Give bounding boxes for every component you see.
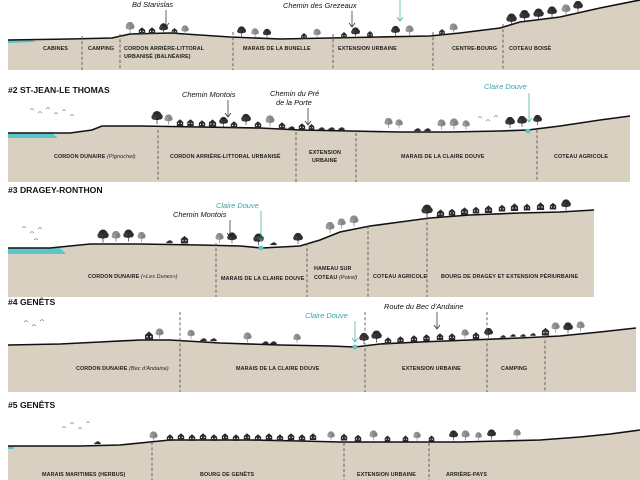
- annotation-bd-stanislas: Bd Stanislas: [132, 0, 173, 9]
- zone-label-cabines: CABINES: [43, 46, 68, 52]
- section-1: Bd Stanislas Chemin des Grezeaux CABINES…: [7, 0, 640, 70]
- zone-label-camping: CAMPING: [88, 46, 114, 52]
- section-2-ground: [8, 116, 630, 182]
- section-4-profile: [7, 327, 637, 348]
- section-2-birds: [29, 107, 499, 122]
- annotation-chemin-montois-2: Chemin Montois: [182, 90, 236, 99]
- section-4-claire-douve-water: [352, 344, 358, 350]
- section-2-claire-douve-water: [525, 128, 531, 134]
- zone-label-bourg-de-dragey: BOURG DE DRAGEY ET EXTENSION PÉRIURBAINE: [441, 272, 578, 280]
- zone-label-extension-urbaine-5: EXTENSION URBAINE: [357, 472, 416, 478]
- section-4: #4 GENÊTS: [7, 296, 637, 392]
- zone-label-bourg-de-genets: BOURG DE GENÊTS: [200, 470, 255, 478]
- zone-label-marais-claire-douve-4: MARAIS DE LA CLAIRE DOUVE: [236, 366, 320, 372]
- section-5-title: #5 GENÊTS: [8, 399, 56, 410]
- section-3-sea: [8, 248, 66, 254]
- section-5-ground: [8, 430, 640, 480]
- zone-label-marais-maritimes: MARAIS MARITIMES (HERBUS): [42, 472, 125, 478]
- zone-label-centre-bourg: CENTRE-BOURG: [452, 46, 497, 52]
- section-1-ground: [8, 0, 640, 70]
- section-5-birds: [61, 421, 91, 430]
- section-3: #3 DRAGEY-RONTHON: [8, 185, 595, 297]
- zone-label-coteau-agricole-2: COTEAU AGRICOLE: [554, 154, 608, 160]
- annotation-chemin-des-grezeaux: Chemin des Grezeaux: [283, 1, 357, 10]
- section-1-profile: [7, 0, 640, 41]
- section-2-profile: [8, 115, 631, 134]
- annotation-claire-douve-2: Claire Douve: [484, 82, 527, 91]
- annotation-claire-douve-4: Claire Douve: [305, 311, 348, 320]
- section-5-profile: [8, 429, 640, 447]
- zone-label-cordon-dunaire-4: CORDON DUNAIRE (Bec d'Andaine): [76, 366, 169, 372]
- zone-label-marais-claire-douve-2: MARAIS DE LA CLAIRE DOUVE: [401, 154, 485, 160]
- zone-label-cordon-dunaire-2: CORDON DUNAIRE (Pignochet): [54, 154, 136, 160]
- zone-label-extension-urbaine-4: EXTENSION URBAINE: [402, 366, 461, 372]
- section-5: #5 GENÊTS: [8, 399, 640, 480]
- section-3-profile: [8, 209, 595, 249]
- section-3-claire-douve-water: [258, 245, 264, 251]
- section-3-title: #3 DRAGEY-RONTHON: [8, 185, 103, 195]
- zone-label-marais-bunelle: MARAIS DE LA BUNELLE: [243, 46, 311, 52]
- section-1-sea: [8, 40, 36, 43]
- section-4-birds: [23, 319, 45, 327]
- zone-label-urbaine-2: URBAINE: [312, 158, 338, 164]
- zone-label-arriere-pays: ARRIÈRE-PAYS: [446, 470, 487, 478]
- zone-label-extension-urbaine-1: EXTENSION URBAINE: [338, 46, 397, 52]
- zone-label-hameau-sur: HAMEAU SUR: [314, 266, 352, 272]
- zone-label-marais-claire-douve-3: MARAIS DE LA CLAIRE DOUVE: [221, 276, 305, 282]
- section-4-ground: [8, 328, 636, 392]
- section-4-title: #4 GENÊTS: [8, 296, 56, 307]
- section-2: #2 ST-JEAN-LE THOMAS: [8, 82, 631, 182]
- zone-label-urbanise-balneaire: URBANISÉ (BALNÉAIRE): [124, 52, 191, 60]
- annotation-route-du-bec-dandaine: Route du Bec d'Andaine: [384, 302, 463, 311]
- zone-label-coteau-boise: COTEAU BOISÉ: [509, 44, 552, 52]
- annotation-claire-douve-3: Claire Douve: [216, 201, 259, 210]
- section-3-ground: [8, 210, 594, 297]
- zone-label-extension-2: EXTENSION: [309, 150, 341, 156]
- zone-label-cordon-dunaire-3: CORDON DUNAIRE («Les Dunes»): [88, 274, 178, 280]
- zone-label-camping-4: CAMPING: [501, 366, 527, 372]
- section-2-title: #2 ST-JEAN-LE THOMAS: [8, 85, 110, 95]
- section-3-birds: [21, 226, 43, 241]
- zone-label-coteau-potrel: COTEAU (Potrel): [314, 275, 358, 281]
- zone-label-cordon-arriere-littoral: CORDON ARRIÈRE-LITTORAL: [124, 44, 205, 52]
- annotation-chemin-du-pre: Chemin du Pré: [270, 89, 319, 98]
- zone-label-cordon-arriere-littoral-urbanise: CORDON ARRIÈRE-LITTORAL URBANISÉ: [170, 152, 281, 160]
- annotation-chemin-montois-3: Chemin Montois: [173, 210, 227, 219]
- section-2-sea: [8, 133, 58, 138]
- zone-label-coteau-agricole-3: COTEAU AGRICOLE: [373, 274, 427, 280]
- annotation-de-la-porte: de la Porte: [276, 98, 312, 107]
